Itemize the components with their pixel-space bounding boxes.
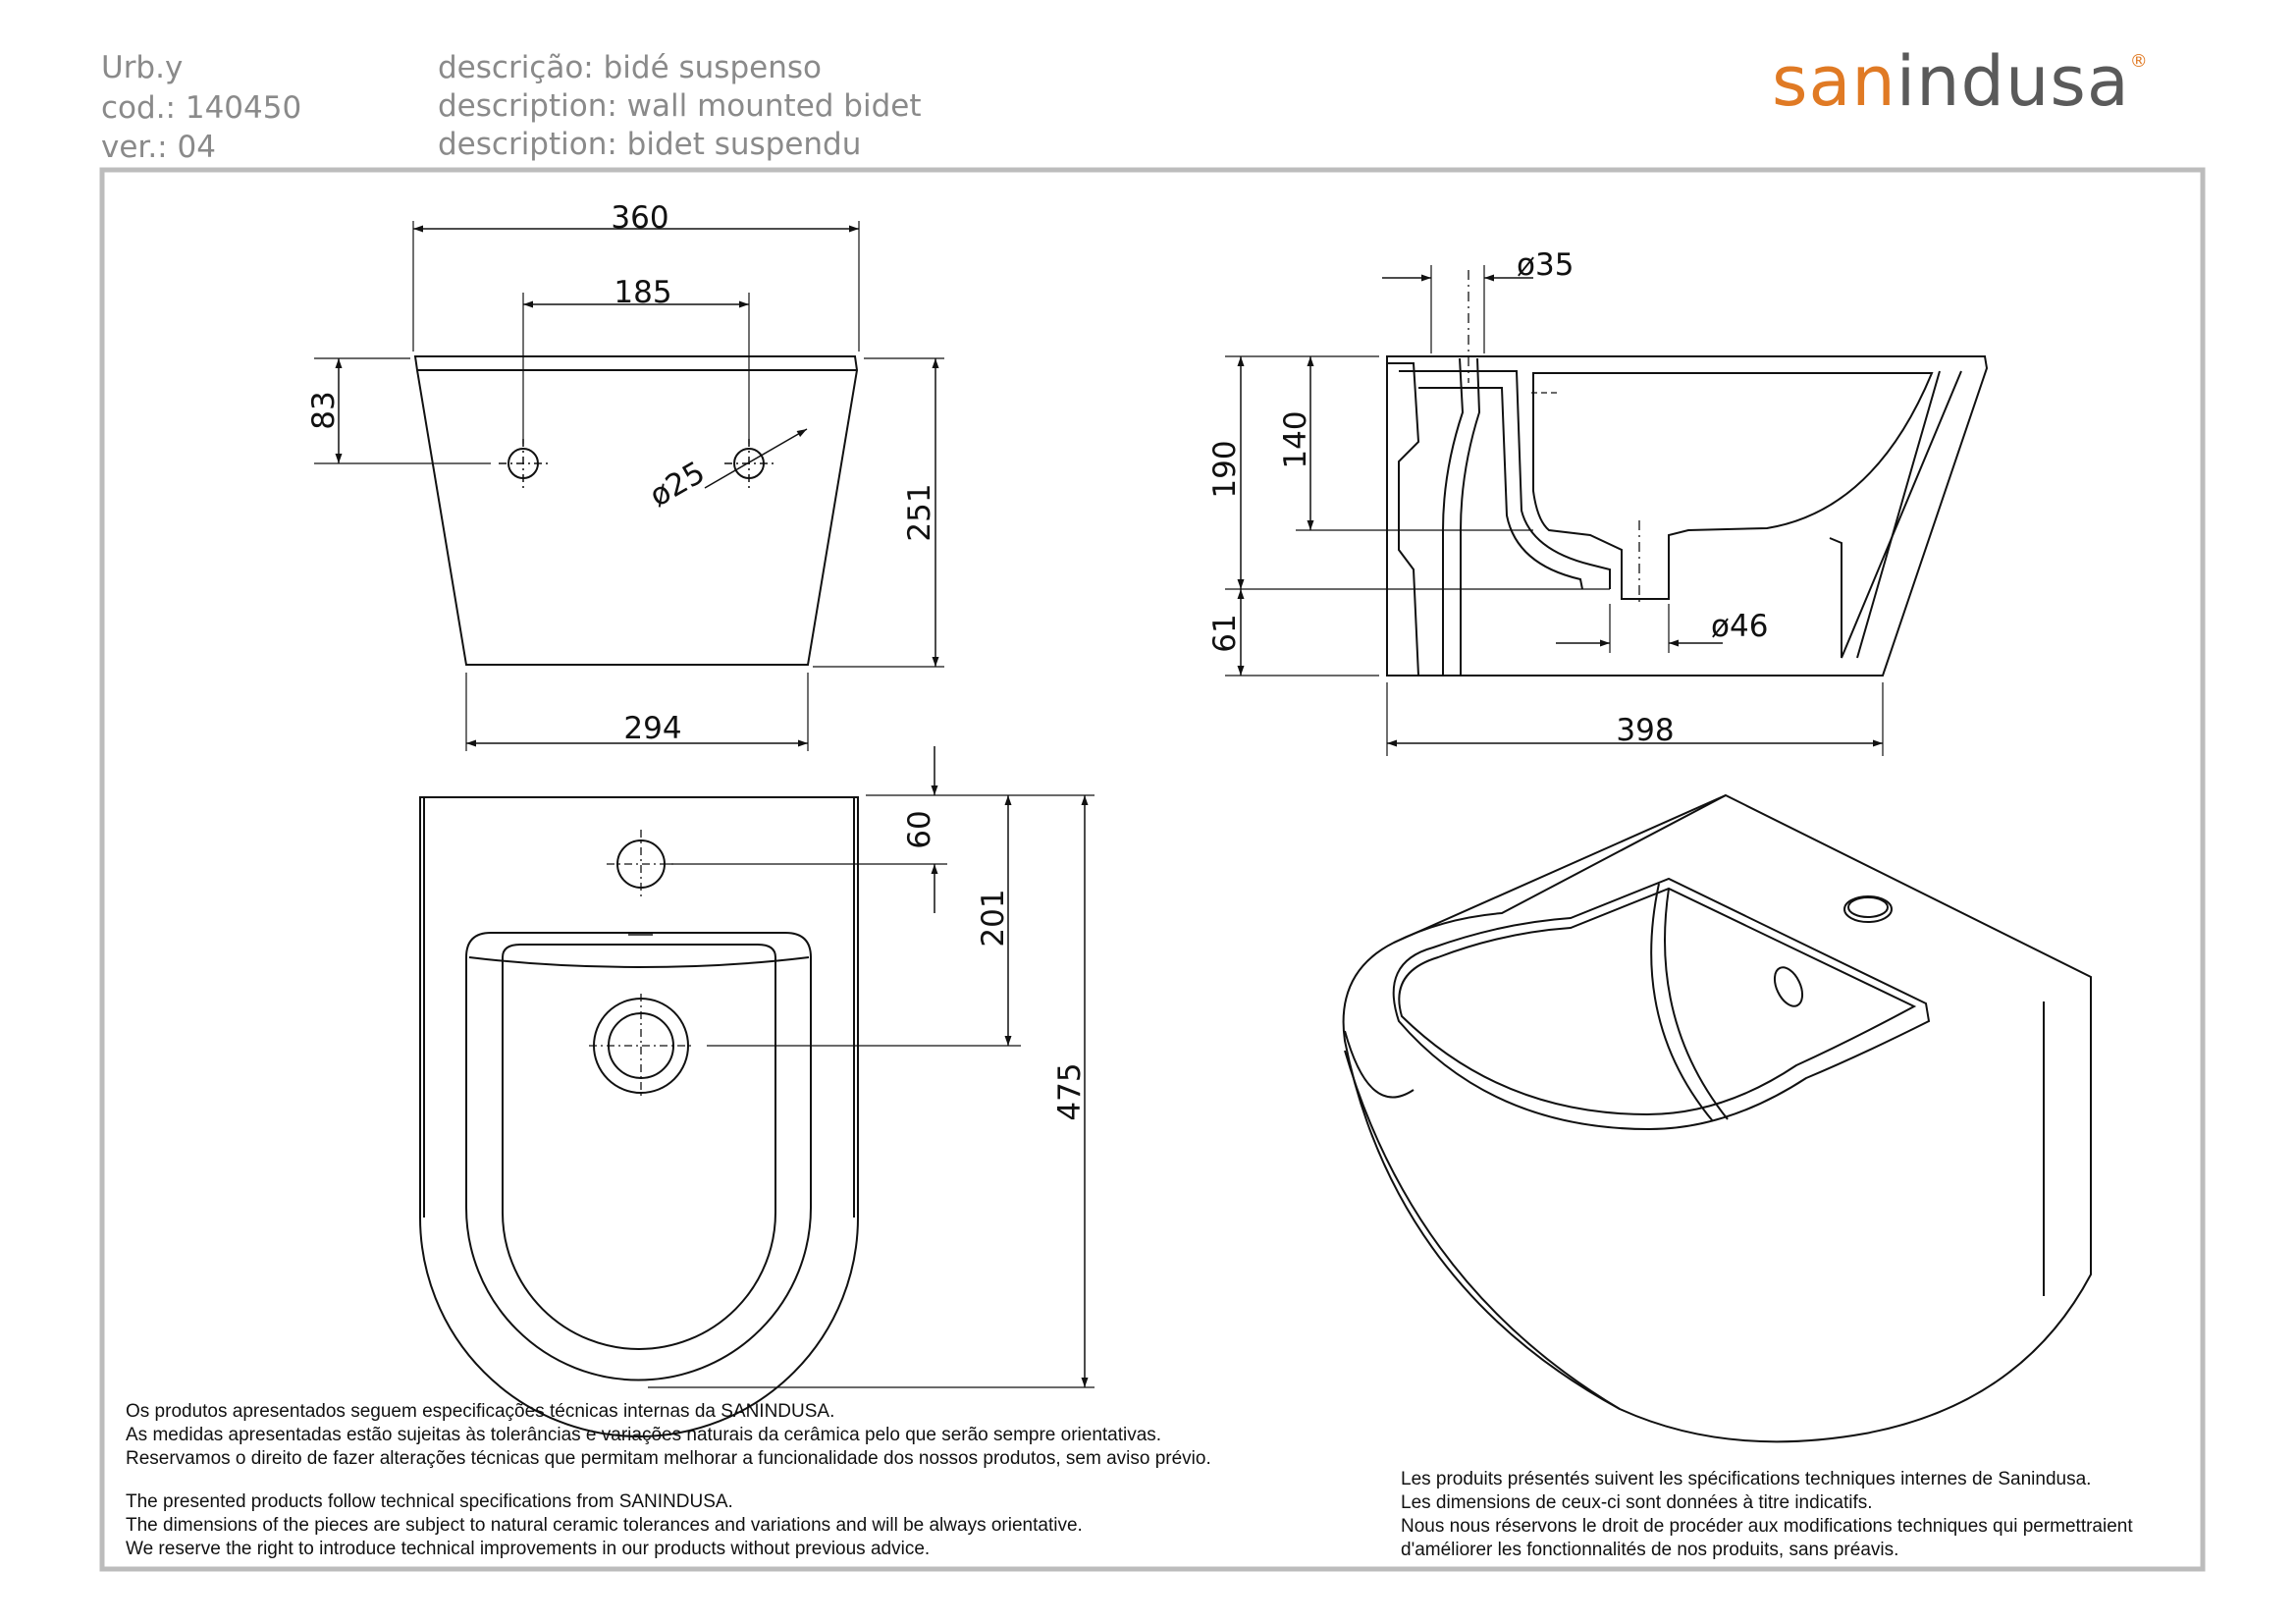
description-pt: descrição: bidé suspenso bbox=[438, 50, 822, 85]
note-line: Reservamos o direito de fazer alterações… bbox=[126, 1448, 1211, 1469]
dim-length: 475 bbox=[1052, 1062, 1088, 1120]
dim-tap-spacing: 185 bbox=[614, 275, 671, 310]
dim-top-width: 360 bbox=[611, 200, 668, 236]
note-line: The dimensions of the pieces are subject… bbox=[126, 1515, 1083, 1536]
dim-tap-height: 83 bbox=[306, 391, 342, 429]
plan-view bbox=[419, 746, 1095, 1437]
tap-hole-left bbox=[499, 439, 548, 488]
notes-en: The presented products follow technical … bbox=[126, 1490, 1083, 1561]
dimension-labels: 360 185 83 ø25 251 294 ø35 190 140 61 ø4… bbox=[306, 200, 1768, 1121]
dim-depth: 398 bbox=[1616, 713, 1674, 748]
dim-tap-from-wall: 60 bbox=[902, 810, 937, 848]
note-line: Les dimensions de ceux-ci sont données à… bbox=[1401, 1492, 1873, 1513]
side-section-view bbox=[1225, 265, 1989, 756]
description-fr: description: bidet suspendu bbox=[438, 127, 862, 162]
plan-tap-hole bbox=[607, 830, 677, 898]
note-line: We reserve the right to introduce techni… bbox=[126, 1539, 931, 1559]
note-line: d'améliorer les fonctionnalités de nos p… bbox=[1401, 1540, 1899, 1560]
note-line: Les produits présentés suivent les spéci… bbox=[1401, 1469, 2092, 1489]
dim-rim-height: 140 bbox=[1278, 410, 1313, 468]
notes-fr: Les produits présentés suivent les spéci… bbox=[1401, 1468, 2133, 1562]
drawing-frame bbox=[99, 167, 2206, 1572]
model-name: Urb.y bbox=[101, 50, 184, 85]
front-view bbox=[314, 221, 944, 751]
product-code: cod.: 140450 bbox=[101, 90, 302, 126]
brand-logo: sanindusa® bbox=[1772, 41, 2149, 122]
dim-front-height: 251 bbox=[902, 483, 937, 541]
dim-tap-hole: ø25 bbox=[644, 455, 712, 514]
perspective-view bbox=[1342, 793, 2092, 1443]
note-line: As medidas apresentadas estão sujeitas à… bbox=[126, 1425, 1162, 1445]
dim-drain-from-wall: 201 bbox=[976, 889, 1011, 947]
notes-pt: Os produtos apresentados seguem especifi… bbox=[126, 1400, 1211, 1471]
note-line: The presented products follow technical … bbox=[126, 1491, 733, 1512]
plan-drain bbox=[589, 994, 693, 1098]
dim-outlet-diameter: ø46 bbox=[1711, 609, 1768, 644]
product-version: ver.: 04 bbox=[101, 130, 216, 165]
dim-bottom-width: 294 bbox=[623, 711, 681, 746]
note-line: Nous nous réservons le droit de procéder… bbox=[1401, 1516, 2133, 1537]
description-en: description: wall mounted bidet bbox=[438, 88, 922, 124]
note-line: Os produtos apresentados seguem especifi… bbox=[126, 1401, 835, 1422]
tap-hole-right bbox=[724, 439, 774, 488]
dim-inlet-diameter: ø35 bbox=[1517, 247, 1574, 283]
dim-total-height: 190 bbox=[1207, 440, 1243, 498]
dim-outlet-height: 61 bbox=[1207, 614, 1243, 652]
